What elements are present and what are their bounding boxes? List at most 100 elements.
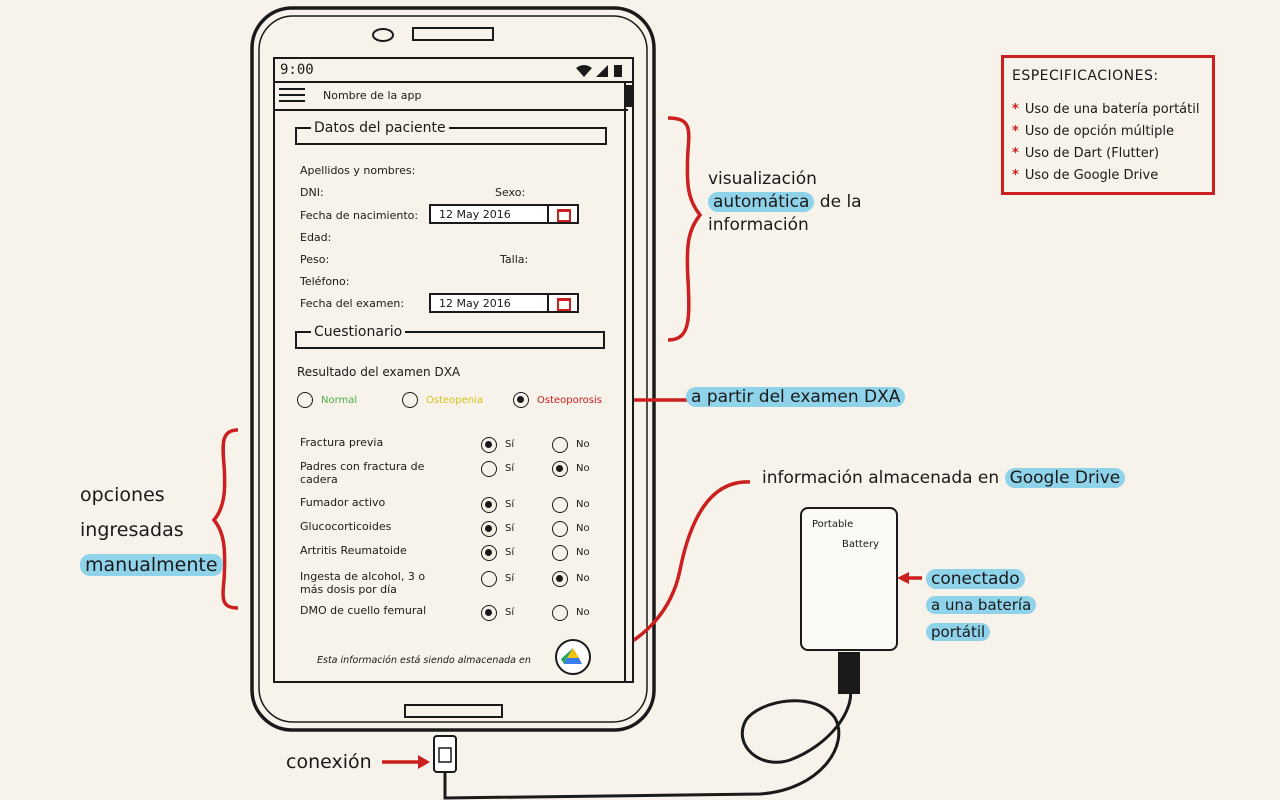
battery-label: Portable [812,519,854,530]
annotation-highlight: a partir del examen DXA [686,387,906,407]
portable-battery: Portable Battery [800,507,898,651]
question-yes-radio[interactable] [481,571,497,587]
annotation-highlight: automática [708,191,815,212]
dxa-radio-osteoporosis[interactable] [513,392,529,408]
label-names: Apellidos y nombres: [300,164,416,177]
status-icons [576,65,622,77]
question-no-radio[interactable] [552,545,568,561]
scrollbar[interactable] [624,83,632,683]
yes-label: Sí [505,547,515,558]
question-yes-radio[interactable] [481,437,497,453]
annotation-from-dxa: a partir del examen DXA [686,386,906,409]
spec-item: *Uso de opción múltiple [1012,124,1174,139]
bullet-icon: * [1012,146,1019,161]
annotation-line: información [708,214,809,235]
question-label: DMO de cuello femural [300,604,427,617]
annotation-connected: conectado a una batería portátil [926,566,1037,645]
calendar-icon[interactable] [547,295,577,311]
question-no-radio[interactable] [552,571,568,587]
annotation-highlight: Google Drive [1004,468,1126,488]
spec-item: * Uso de una batería portátil [1012,102,1199,117]
annotation-highlight: a una batería [926,596,1037,615]
dxa-option-label: Osteoporosis [537,395,602,406]
phone-screen: 9:00 Nombre de la app Datos del paciente… [273,57,634,683]
yes-label: Sí [505,499,515,510]
scroll-thumb[interactable] [626,85,632,107]
specifications-box: ESPECIFICACIONES: *Uso de una batería po… [1001,55,1215,195]
no-label: No [576,573,590,584]
question-yes-radio[interactable] [481,497,497,513]
no-label: No [576,499,590,510]
storage-note: Esta información está siendo almacenada … [317,655,531,666]
question-label: Artritis Reumatoide [300,544,407,557]
bullet-icon: * [1012,168,1019,183]
question-label: Ingesta de alcohol, 3 o más dosis por dí… [300,570,426,596]
question-no-radio[interactable] [552,521,568,537]
birth-date-picker[interactable]: 12 May 2016 [429,204,579,224]
question-label: Fumador activo [300,496,386,509]
no-label: No [576,547,590,558]
spec-item-text: Uso de opción múltiple [1024,124,1174,139]
label-birth-date: Fecha de nacimiento: [300,209,419,222]
dxa-option-label: Normal [321,395,358,406]
bullet-icon: * [1012,102,1019,117]
status-time: 9:00 [280,62,314,78]
app-title: Nombre de la app [323,89,422,102]
annotation-highlight: conectado [926,569,1025,589]
question-no-radio[interactable] [552,461,568,477]
spec-item: * Uso de Google Drive [1012,168,1158,183]
app-bar: Nombre de la app [275,83,628,111]
no-label: No [576,607,590,618]
annotation-text: de la [819,191,862,212]
dxa-radio-osteopenia[interactable] [402,392,418,408]
dxa-radio-normal[interactable] [297,392,313,408]
annotation-drive-storage: información almacenada en Google Drive [762,467,1126,490]
annotation-manual: opciones ingresadas manualmente [80,478,223,583]
annotation-line: ingresadas [80,519,184,542]
question-no-radio[interactable] [552,437,568,453]
google-drive-button[interactable] [555,639,591,675]
question-yes-radio[interactable] [481,521,497,537]
label-dni: DNI: [300,186,324,199]
label-weight: Peso: [300,253,330,266]
spec-item-text: Uso de una batería portátil [1024,102,1200,117]
label-phone: Teléfono: [300,275,350,288]
section-patient-data: Datos del paciente [295,120,607,145]
dxa-option-label: Osteopenia [426,395,484,406]
question-no-radio[interactable] [552,497,568,513]
yes-label: Sí [505,523,515,534]
annotation-connection: conexión [286,751,372,773]
exam-date-picker[interactable]: 12 May 2016 [429,293,579,313]
section-title: Datos del paciente [311,120,449,136]
label-sex: Sexo: [495,186,526,199]
spec-item: * Uso de Dart (Flutter) [1012,146,1159,161]
yes-label: Sí [505,463,515,474]
question-yes-radio[interactable] [481,545,497,561]
annotation-line: visualización [708,169,817,189]
question-label: Padres con fractura de cadera [300,460,425,486]
calendar-icon[interactable] [547,206,577,222]
battery-label: Battery [842,539,880,550]
status-bar: 9:00 [275,59,632,83]
annotation-line: automática de la [708,191,862,214]
battery-icon [614,65,622,77]
label-age: Edad: [300,231,332,244]
annotation-text: información almacenada en [762,468,1000,488]
annotation-line: opciones [80,484,165,506]
question-no-radio[interactable] [552,605,568,621]
spec-item-text: Uso de Dart (Flutter) [1024,146,1160,161]
exam-date-value: 12 May 2016 [439,297,511,310]
dxa-label: Resultado del examen DXA [297,365,461,379]
menu-icon[interactable] [279,88,305,104]
wifi-icon [576,65,592,77]
section-title: Cuestionario [311,324,406,340]
google-drive-icon [561,648,582,664]
annotation-highlight: manualmente [80,554,223,577]
no-label: No [576,439,590,450]
question-yes-radio[interactable] [481,461,497,477]
label-height: Talla: [500,253,529,266]
spec-item-text: Uso de Google Drive [1024,168,1159,183]
question-yes-radio[interactable] [481,605,497,621]
no-label: No [576,523,590,534]
yes-label: Sí [505,439,515,450]
